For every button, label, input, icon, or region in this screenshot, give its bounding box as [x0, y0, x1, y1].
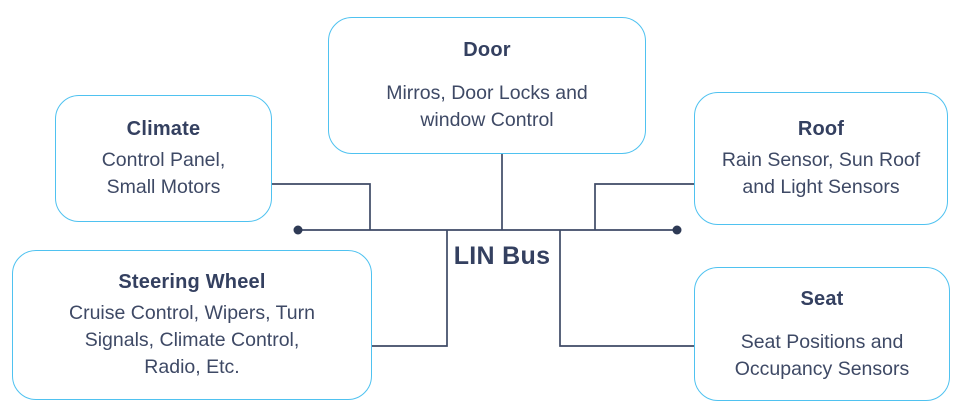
- node-roof-title: Roof: [797, 118, 845, 140]
- node-seat-title: Seat: [800, 287, 844, 310]
- node-seat-description: Seat Positions and Occupancy Sensors: [734, 330, 910, 380]
- node-roof: Roof Rain Sensor, Sun Roof and Light Sen…: [694, 92, 948, 225]
- node-door-title: Door: [463, 39, 511, 61]
- connector-climate: [272, 183, 371, 230]
- node-climate: Climate Control Panel, Small Motors: [55, 95, 272, 222]
- node-roof-description: Rain Sensor, Sun Roof and Light Sensors: [721, 149, 921, 198]
- node-steering-wheel: Steering Wheel Cruise Control, Wipers, T…: [12, 250, 372, 400]
- bus-endpoint-dot-left: [293, 225, 303, 235]
- node-door-description: Mirros, Door Locks and window Control: [386, 82, 588, 131]
- node-seat: Seat Seat Positions and Occupancy Sensor…: [694, 267, 950, 401]
- lin-bus-label: LIN Bus: [453, 242, 551, 270]
- connector-seat: [559, 230, 694, 347]
- node-climate-description: Control Panel, Small Motors: [101, 149, 226, 198]
- node-climate-title: Climate: [126, 118, 201, 140]
- node-door: Door Mirros, Door Locks and window Contr…: [328, 17, 646, 154]
- node-steering-wheel-description: Cruise Control, Wipers, Turn Signals, Cl…: [69, 302, 315, 378]
- connector-roof: [594, 183, 694, 230]
- node-steering-wheel-title: Steering Wheel: [118, 271, 266, 293]
- connector-steering-wheel: [372, 230, 448, 347]
- bus-endpoint-dot-right: [672, 225, 682, 235]
